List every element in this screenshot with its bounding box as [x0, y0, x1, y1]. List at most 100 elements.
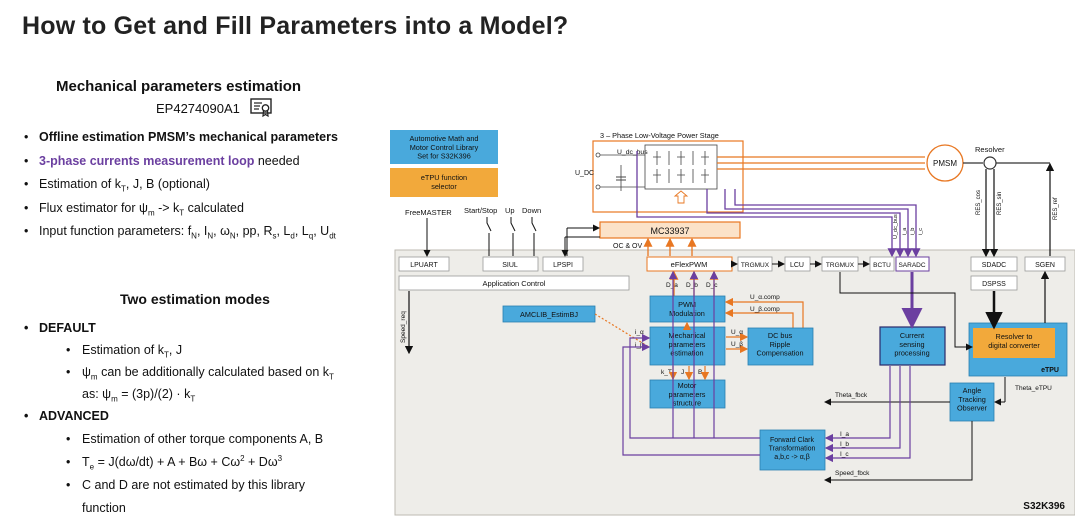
mc33937-label: MC33937: [650, 226, 689, 236]
resolver-label: Resolver: [975, 145, 1005, 154]
bctu-label: BCTU: [873, 262, 891, 269]
advanced-bullet-item: Te = J(dω/dt) + A + Bω + Cω2 + Dω3: [62, 451, 323, 474]
ic-vertical-label: i_c: [918, 228, 924, 235]
oc-ov-label: OC & OV: [613, 243, 643, 250]
clark-input-lines: [622, 270, 911, 463]
inverter-switches: [653, 151, 709, 183]
dspss-label: DSPSS: [982, 281, 1006, 288]
lpuart-block: [398, 256, 450, 272]
mechanical-bullet-item: Flux estimator for ψm -> kT calculated: [22, 197, 338, 221]
etpu-selector-box: [390, 168, 498, 197]
db-label: D_b: [686, 282, 698, 289]
mechanical-estimation-block: [649, 326, 726, 366]
siul-block: [482, 256, 539, 272]
lpspi-label: LPSPI: [553, 262, 573, 269]
power-stage-label: 3 – Phase Low-Voltage Power Stage: [600, 131, 719, 140]
saradc-label: SARADC: [898, 262, 925, 269]
sdadc-block: [970, 256, 1018, 272]
trgmux-label-2: TRGMUX: [826, 262, 855, 269]
freemaster-label: FreeMASTER: [405, 208, 452, 217]
udc-bus-vertical-label: U_dc_bus: [893, 214, 899, 239]
res-cos-label: RES_cos: [976, 190, 982, 215]
pmsm-label: PMSM: [933, 159, 957, 168]
advanced-bullet-item: C and D are not estimated by this librar…: [62, 474, 323, 520]
mechanical-bullet-item: Offline estimation PMSM’s mechanical par…: [22, 126, 338, 150]
trgmux-label-1: TRGMUX: [741, 262, 770, 269]
resolver-sensor: [983, 156, 997, 170]
advanced-bullet-item: Estimation of other torque components A,…: [62, 428, 323, 451]
mechanical-bullet-item: Input function parameters: fN, IN, ωN, p…: [22, 220, 338, 244]
chip-area: [394, 249, 1075, 516]
app-control-label: Application Control: [483, 279, 546, 288]
da-label: D_a: [666, 282, 678, 289]
kt-label: k_T: [661, 369, 672, 376]
ua-label: U_α: [731, 329, 743, 336]
res-ref-label: RES_ref: [1053, 197, 1059, 220]
power-stage-box: [592, 140, 744, 213]
speed-fbck-label: Speed_fbck: [835, 470, 870, 477]
siul-label: SIUL: [502, 262, 518, 269]
phase-lines: [717, 156, 925, 170]
mechanical-bullet-item: Estimation of kT, J, B (optional): [22, 173, 338, 197]
library-box: [390, 130, 498, 164]
ia-vertical-label: i_a: [902, 227, 908, 235]
default-bullet-item: Estimation of kT, J: [62, 339, 334, 361]
inverter-bridge: [644, 144, 718, 190]
j-label: J: [681, 369, 684, 376]
etpu-label: eTPU: [1041, 367, 1059, 374]
ib-vertical-label: i_b: [910, 228, 916, 235]
speed-req-label: Speed_req: [400, 311, 407, 343]
lcu-label: LCU: [790, 262, 804, 269]
udc-label: U_DC: [575, 170, 594, 177]
motor-parameters-block: [649, 379, 726, 409]
advanced-label: ADVANCED: [22, 405, 109, 427]
resolver-converter-block: [973, 328, 1055, 358]
ub-comp-label: U_β.comp: [750, 306, 780, 313]
default-mode-list: DEFAULT: [22, 317, 96, 339]
input-switches: [486, 217, 537, 256]
lpuart-label: LPUART: [410, 262, 438, 269]
measurement-lines: [636, 151, 921, 258]
ialpha-label: i_α: [635, 329, 644, 336]
ub-label: U_β: [731, 341, 743, 348]
down-label: Down: [522, 206, 541, 215]
udc-bus-label: U_dc_bus: [617, 149, 648, 156]
forward-clark-block: [759, 429, 826, 471]
theta-etpu-label: Theta_eTPU: [1015, 385, 1052, 392]
theta-fbck-label: Theta_fbck: [835, 392, 868, 399]
sdadc-label: SDADC: [982, 262, 1007, 269]
dc-bus-ripple-block: [747, 327, 814, 366]
dc-label: D_c: [706, 282, 718, 289]
dspss-block: [970, 275, 1018, 291]
mechanical-heading: Mechanical parameters estimation: [56, 78, 302, 95]
advanced-items-list: Estimation of other torque components A,…: [62, 428, 323, 520]
b-label: B: [698, 369, 702, 376]
mechanical-bullet-item: 3-phase currents measurement loop needed: [22, 150, 338, 174]
saradc-block: [895, 256, 930, 272]
default-items-list: Estimation of kT, Jψm can be additionall…: [62, 339, 334, 405]
current-sensing-block: [879, 326, 946, 366]
amclib-label: AMCLIB_EstimBJ: [520, 310, 578, 319]
document-seal-icon: [250, 98, 272, 118]
sgen-label: SGEN: [1035, 262, 1055, 269]
up-label: Up: [505, 206, 515, 215]
eflexpwm-label: eFlexPWM: [671, 260, 708, 269]
res-sin-label: RES_sin: [997, 192, 1003, 215]
ua-comp-label: U_α.comp: [750, 294, 780, 301]
ibeta-label: i_β: [635, 342, 644, 349]
default-bullet-item: ψm can be additionally calculated based …: [62, 361, 334, 405]
app-control-block: [398, 275, 630, 291]
patent-number: EP4274090A1: [156, 101, 240, 116]
start-stop-label: Start/Stop: [464, 206, 497, 215]
ia-clark-label: I_a: [840, 431, 849, 438]
ic-clark-label: I_c: [840, 451, 849, 458]
